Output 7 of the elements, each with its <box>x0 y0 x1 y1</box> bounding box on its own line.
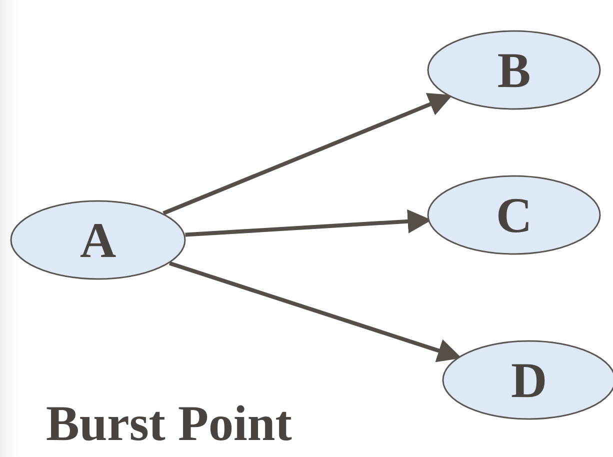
node-label: B <box>497 41 531 99</box>
arrow <box>162 93 453 216</box>
node-label: C <box>496 186 532 244</box>
arrow <box>168 261 462 362</box>
node-label: D <box>510 351 548 409</box>
node-label: A <box>80 211 116 269</box>
caption-text: Burst Point <box>46 394 292 452</box>
